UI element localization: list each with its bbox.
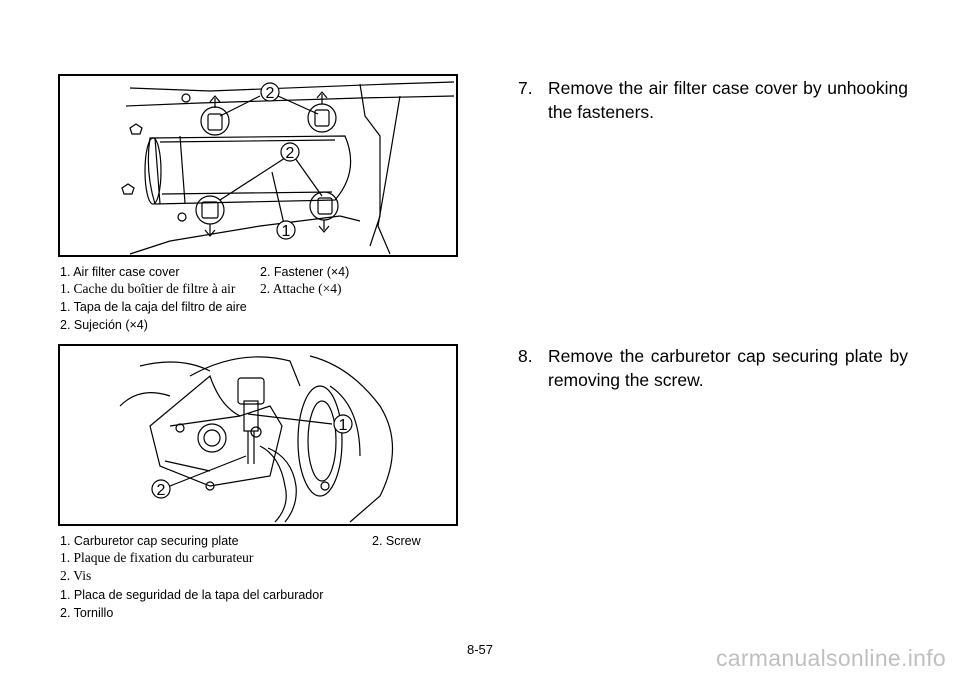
figure1-callout-1: 2 <box>266 85 275 102</box>
figure2-caption-en-2: 2. Screw <box>372 534 421 548</box>
figure2-callout-2: 2 <box>157 482 166 499</box>
carburetor-figure: 1 2 <box>58 344 458 526</box>
air-filter-figure: 2 2 1 <box>58 74 458 257</box>
figure2-caption-en-1: 1. Carburetor cap securing plate <box>60 534 239 548</box>
figure2-caption-fr-1: 1. Plaque de fixation du carburateur <box>60 550 254 565</box>
figure1-caption-fr-2: 2. Attache (×4) <box>260 281 342 296</box>
figure2-caption-fr-2: 2. Vis <box>60 568 92 583</box>
figure2-callout-1: 1 <box>339 417 348 434</box>
figure1-caption-es-2: 2. Sujeción (×4) <box>60 318 148 332</box>
step-8-number: 8. <box>518 346 533 366</box>
page-number: 8-57 <box>466 642 494 657</box>
watermark: carmanualsonline.info <box>715 645 946 671</box>
figure2-caption-es-2: 2. Tornillo <box>60 606 114 620</box>
figure1-caption-en-2: 2. Fastener (×4) <box>260 265 350 279</box>
step-8-text: Remove the carburetor cap securing plate… <box>548 346 908 390</box>
step-7-number: 7. <box>518 78 533 98</box>
carburetor-illustration: 1 2 <box>119 355 394 523</box>
air-filter-illustration: 2 2 1 <box>121 81 455 255</box>
figure1-callout-2: 2 <box>286 145 295 162</box>
figure1-caption-en-1: 1. Air filter case cover <box>60 265 180 279</box>
step-7-text: Remove the air filter case cover by unho… <box>548 78 908 122</box>
figure1-caption-es-1: 1. Tapa de la caja del filtro de aire <box>60 300 247 314</box>
figure1-callout-3: 1 <box>282 223 291 240</box>
figure2-caption-es-1: 1. Placa de seguridad de la tapa del car… <box>60 588 324 602</box>
figure1-caption-fr-1: 1. Cache du boîtier de filtre à air <box>60 281 236 296</box>
